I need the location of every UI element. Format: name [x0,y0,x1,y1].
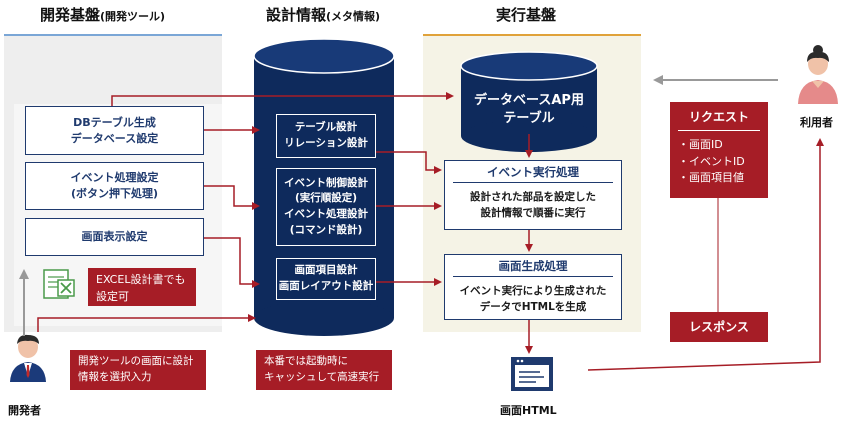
db-table-setting-box: DBテーブル生成データベース設定 [25,106,204,155]
cache-note: 本番では起動時に キャッシュして高速実行 [256,350,392,390]
event-design-line3: イベント処理設計 [284,208,368,220]
request-box: リクエスト ・画面ID ・イベントID ・画面項目値 [670,102,768,198]
response-box: レスポンス [670,312,768,342]
dev-section-title: 開発基盤(開発ツール) [40,4,165,25]
meta-subtitle: (メタ情報) [326,10,381,23]
developer-input-note: 開発ツールの画面に設計 情報を選択入力 [70,350,206,390]
user-person-icon [798,45,838,104]
db-table-setting-line1: DBテーブル生成 [73,115,156,129]
arrow-tabledesign-to-event [376,151,442,174]
screen-design-line2: 画面レイアウト設計 [278,280,374,292]
event-design-line1: イベント制御設計 [284,176,368,189]
developer-label: 開発者 [8,404,41,417]
app-database-label: データベースAP用テーブル [458,92,600,127]
screen-design-box: 画面項目設計 画面レイアウト設計 [276,258,376,300]
screen-gen-box: 画面生成処理 イベント実行により生成された データでHTMLを生成 [444,254,622,320]
screen-design-line1: 画面項目設計 [294,264,358,277]
event-design-line2: (実行順設定) [294,192,358,205]
app-db-line1: データベースAP用 [474,93,584,108]
event-exec-body: 設計された部品を設定した 設計情報で順番に実行 [470,191,596,220]
db-table-setting-line2: データベース設定 [70,131,159,145]
excel-icon [43,269,75,299]
meta-section-title: 設計情報(メタ情報) [266,4,380,25]
exec-title: 実行基盤 [496,6,557,24]
event-exec-box: イベント実行処理 設計された部品を設定した 設計情報で順番に実行 [444,160,622,230]
arrow-developer-to-meta [37,314,256,332]
screen-setting-box: 画面表示設定 [25,218,204,256]
arrow-event-to-eventdesign [204,185,260,210]
screen-html-icon [511,357,553,391]
meta-title: 設計情報 [266,6,327,24]
table-design-box: テーブル設計 リレーション設計 [276,114,376,158]
event-setting-line1: イベント処理設定 [70,171,159,185]
event-setting-line2: (ボタン押下処理) [70,187,159,200]
event-design-line4: (コマンド設計) [289,223,363,236]
dev-title: 開発基盤 [40,6,101,24]
arrow-html-to-user [587,138,824,371]
request-item: ・画面ID [678,138,723,151]
table-design-line2: リレーション設計 [284,137,368,149]
request-item: ・画面項目値 [678,171,744,184]
user-label: 利用者 [800,116,833,129]
developer-person-icon [10,334,46,382]
exec-section-title: 実行基盤 [496,4,556,25]
event-design-box: イベント制御設計 (実行順設定) イベント処理設計 (コマンド設計) [276,168,376,246]
screen-gen-body: イベント実行により生成された データでHTMLを生成 [459,285,607,314]
meta-database-cylinder [253,38,395,336]
request-title: リクエスト [678,108,760,131]
screen-gen-header: 画面生成処理 [453,255,613,277]
screen-setting-line1: 画面表示設定 [81,230,148,244]
table-design-line1: テーブル設計 [294,121,358,134]
screen-html-label: 画面HTML [500,404,557,417]
app-db-line2: テーブル [503,110,555,126]
arrow-db-to-appdb [111,92,454,106]
event-setting-box: イベント処理設定 (ボタン押下処理) [25,162,204,210]
dev-subtitle: (開発ツール) [100,10,166,23]
excel-note: EXCEL設計書でも 設定可 [88,268,196,306]
request-item: ・イベントID [678,154,745,168]
event-exec-header: イベント実行処理 [453,161,613,183]
arrow-screen-to-screendesign [204,237,260,288]
